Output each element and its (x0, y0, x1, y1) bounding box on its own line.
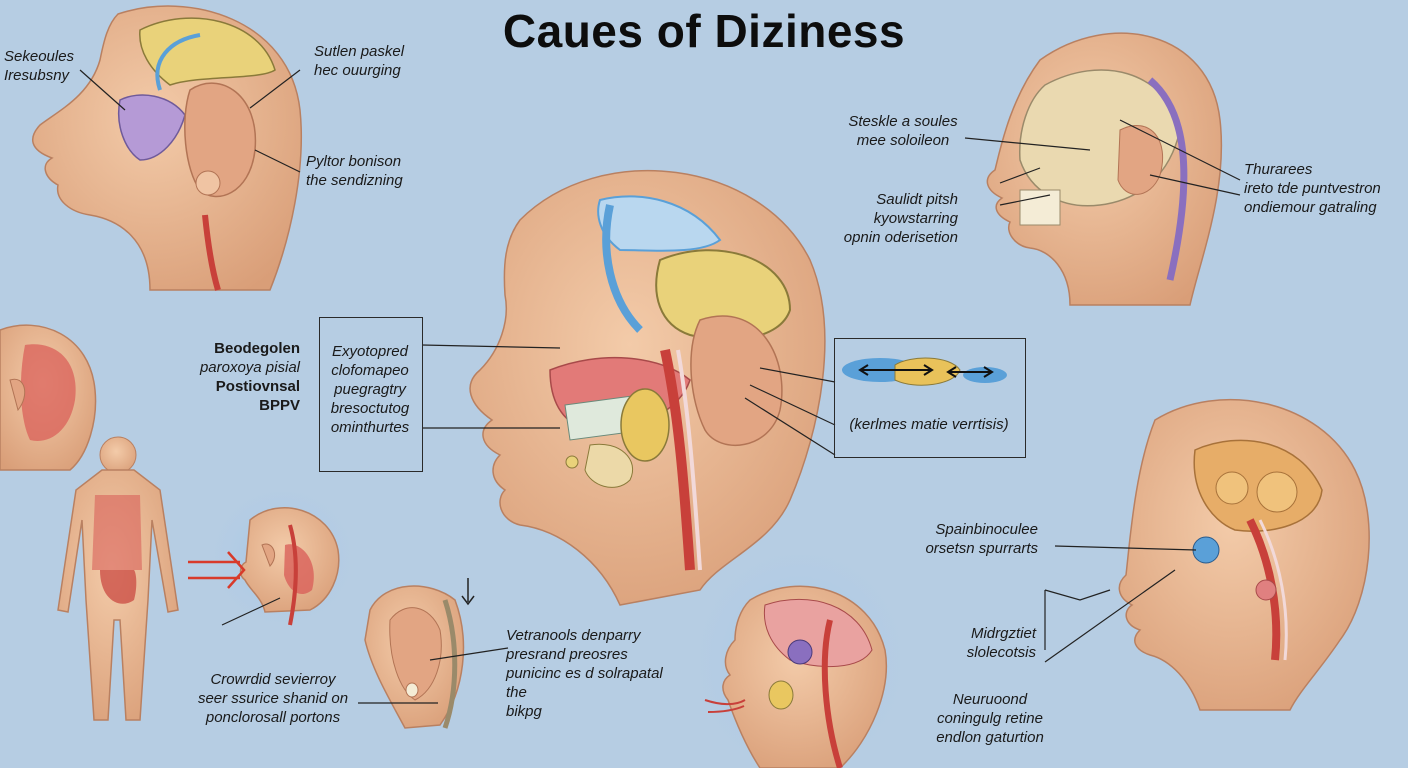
body-figure (57, 436, 179, 721)
head-bottom-blue (215, 492, 350, 626)
diagram-title: Caues of Diziness (502, 5, 906, 57)
double-arrow-icon (842, 357, 1007, 386)
label-bottom-left: Crowrdid sevierroy seer ssurice shanid o… (197, 671, 349, 726)
label-top-left-b: Sutlen paskel hec ouurging (314, 43, 405, 79)
label-right-b: Midrgztiet slolecotsis (966, 625, 1036, 661)
label-right-c: Neuruoond coningulg retine endlon gaturt… (936, 691, 1044, 746)
label-top-left-a: Sekeoules Iresubsny (4, 48, 75, 84)
label-bppv: Beodegolen paroxoya pisial Postiovnsal B… (199, 340, 300, 414)
label-center-box: Exyotopred clofomapeo puegragtry bresoct… (330, 343, 410, 436)
label-top-right-c: Thurarees ireto tde puntvestron ondiemou… (1244, 161, 1381, 216)
down-arrow-icon (461, 578, 475, 606)
label-bottom-center: Vetranools denparry presrand preosres pu… (506, 627, 663, 720)
head-bottom-brain (700, 555, 900, 768)
label-top-right-a: Steskle a soules mee soloileon (848, 113, 958, 149)
center-label-box (319, 317, 423, 472)
red-arrow-icon (188, 551, 246, 589)
head-top-right (986, 32, 1223, 306)
leader-lines (79, 69, 1241, 704)
head-top-left (31, 5, 303, 291)
label-top-left-c: Pyltor bonison the sendizning (306, 153, 403, 189)
label-top-right-b: Saulidt pitsh kyowstarring opnin oderise… (843, 191, 958, 246)
head-right (1118, 398, 1370, 711)
label-vestibular-sub: (kerlmes matie verrtisis) (849, 416, 1009, 433)
head-center-main (469, 169, 826, 606)
ear-bottom (364, 585, 465, 729)
vestibular-box (834, 338, 1026, 458)
head-left-small (0, 324, 97, 471)
label-right-a: Spainbinoculee orsetsn spurrarts (925, 521, 1038, 557)
